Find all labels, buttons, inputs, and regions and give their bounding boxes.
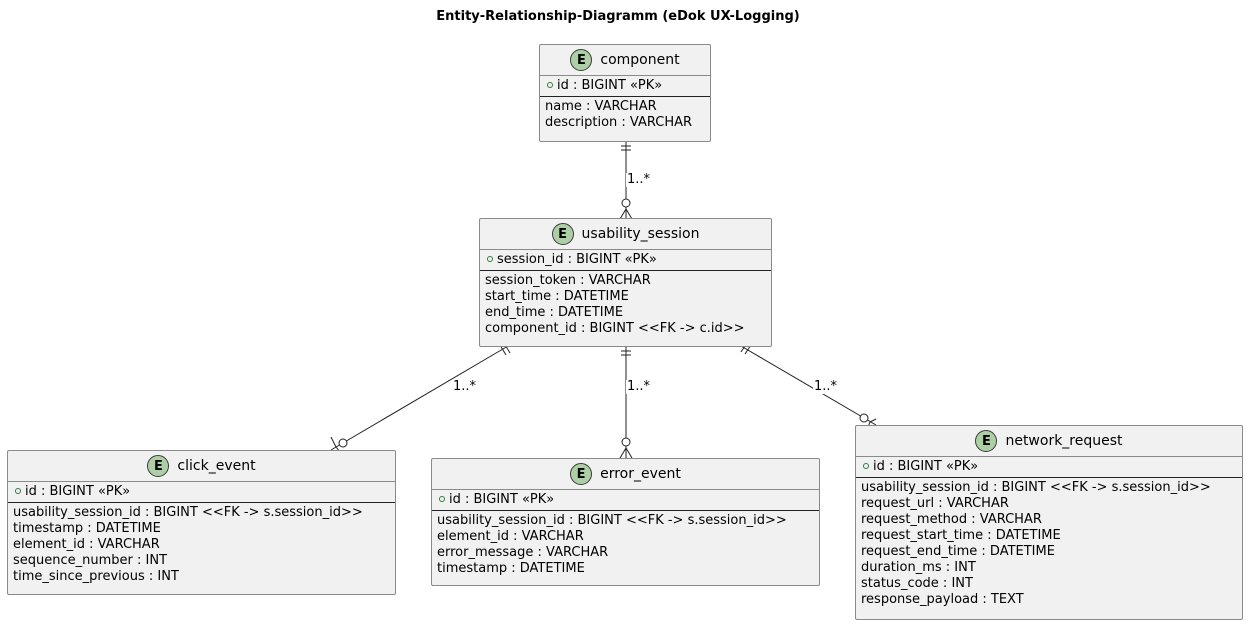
attribute-field: time_since_previous : INT	[13, 569, 179, 584]
attribute-field: timestamp : DATETIME	[437, 561, 585, 576]
diagram-title: Entity-Relationship-Diagramm (eDok UX-Lo…	[436, 9, 800, 24]
primary-key-row: id : BIGINT «PK»	[432, 490, 819, 511]
zero-mark	[338, 438, 348, 448]
primary-key-row: session_id : BIGINT «PK»	[480, 250, 771, 271]
attribute-field: session_token : VARCHAR	[485, 273, 651, 288]
pk-dot-icon	[439, 495, 445, 502]
zero-mark	[621, 437, 631, 447]
attribute-field: status_code : INT	[861, 576, 973, 591]
attribute-field: duration_ms : INT	[861, 560, 976, 575]
rel-line-session-click	[330, 345, 509, 451]
attribute-field: name : VARCHAR	[545, 99, 657, 114]
entity-header: E error_event	[432, 459, 819, 490]
attribute-field: end_time : DATETIME	[485, 305, 624, 320]
attribute-field: element_id : VARCHAR	[13, 537, 160, 552]
attribute-field: usability_session_id : BIGINT <<FK -> s.…	[437, 513, 787, 528]
attribute-field: error_message : VARCHAR	[437, 545, 609, 560]
entity-component[interactable]: E component id : BIGINT «PK» name : VARC…	[539, 44, 711, 142]
entity-badge-icon: E	[975, 430, 998, 452]
many-mark	[869, 418, 877, 423]
rel-line-session-network	[740, 345, 877, 426]
many-mark	[625, 447, 633, 459]
attribute-list: name : VARCHAR description : VARCHAR	[540, 97, 710, 133]
attribute-field: request_start_time : DATETIME	[861, 528, 1061, 543]
primary-key-field: id : BIGINT «PK»	[25, 484, 131, 499]
attribute-field: component_id : BIGINT <<FK -> c.id>>	[485, 321, 745, 336]
cardinality-label: 1..*	[626, 379, 652, 394]
attribute-field: usability_session_id : BIGINT <<FK -> s.…	[13, 505, 363, 520]
attribute-field: element_id : VARCHAR	[437, 529, 584, 544]
entity-name: click_event	[177, 458, 256, 474]
attribute-field: request_end_time : DATETIME	[861, 544, 1055, 559]
entity-click-event[interactable]: E click_event id : BIGINT «PK» usability…	[7, 450, 396, 595]
zero-mark	[859, 413, 869, 423]
attribute-field: sequence_number : INT	[13, 553, 168, 568]
attribute-field: response_payload : TEXT	[861, 592, 1024, 607]
entity-error-event[interactable]: E error_event id : BIGINT «PK» usability…	[431, 458, 820, 586]
many-mark	[625, 208, 633, 220]
pk-dot-icon	[15, 487, 21, 494]
attribute-list: usability_session_id : BIGINT <<FK -> s.…	[856, 478, 1242, 610]
attribute-field: start_time : DATETIME	[485, 289, 629, 304]
many-mark	[330, 436, 337, 448]
primary-key-row: id : BIGINT «PK»	[8, 482, 395, 503]
pk-dot-icon	[547, 81, 553, 88]
primary-key-field: id : BIGINT «PK»	[557, 78, 663, 93]
attribute-field: request_method : VARCHAR	[861, 512, 1042, 527]
attribute-field: description : VARCHAR	[545, 115, 693, 130]
entity-network-request[interactable]: E network_request id : BIGINT «PK» usabi…	[855, 425, 1243, 620]
cardinality-label: 1..*	[452, 379, 478, 394]
attribute-list: session_token : VARCHAR start_time : DAT…	[480, 271, 771, 339]
entity-name: network_request	[1005, 433, 1123, 449]
primary-key-row: id : BIGINT «PK»	[856, 457, 1242, 478]
primary-key-field: id : BIGINT «PK»	[449, 492, 555, 507]
attribute-field: usability_session_id : BIGINT <<FK -> s.…	[861, 480, 1211, 495]
cardinality-label: 1..*	[626, 172, 652, 187]
attribute-list: usability_session_id : BIGINT <<FK -> s.…	[432, 511, 819, 579]
entity-badge-icon: E	[570, 463, 593, 485]
pk-dot-icon	[487, 255, 493, 262]
entity-header: E component	[540, 45, 710, 76]
cardinality-label: 1..*	[813, 379, 839, 394]
many-mark	[619, 447, 627, 459]
many-mark	[619, 208, 627, 220]
attribute-list: usability_session_id : BIGINT <<FK -> s.…	[8, 503, 395, 587]
zero-mark	[621, 198, 631, 208]
entity-header: E usability_session	[480, 219, 771, 250]
entity-badge-icon: E	[570, 49, 593, 71]
entity-usability-session[interactable]: E usability_session session_id : BIGINT …	[479, 218, 772, 347]
entity-header: E network_request	[856, 426, 1242, 457]
attribute-field: request_url : VARCHAR	[861, 496, 1009, 511]
entity-name: usability_session	[581, 226, 700, 242]
entity-badge-icon: E	[551, 223, 574, 245]
primary-key-row: id : BIGINT «PK»	[540, 76, 710, 97]
primary-key-field: session_id : BIGINT «PK»	[497, 252, 657, 267]
entity-badge-icon: E	[147, 455, 170, 477]
entity-name: error_event	[600, 466, 681, 482]
primary-key-field: id : BIGINT «PK»	[873, 459, 979, 474]
attribute-field: timestamp : DATETIME	[13, 521, 161, 536]
pk-dot-icon	[863, 462, 869, 469]
entity-header: E click_event	[8, 451, 395, 482]
entity-name: component	[600, 52, 680, 68]
